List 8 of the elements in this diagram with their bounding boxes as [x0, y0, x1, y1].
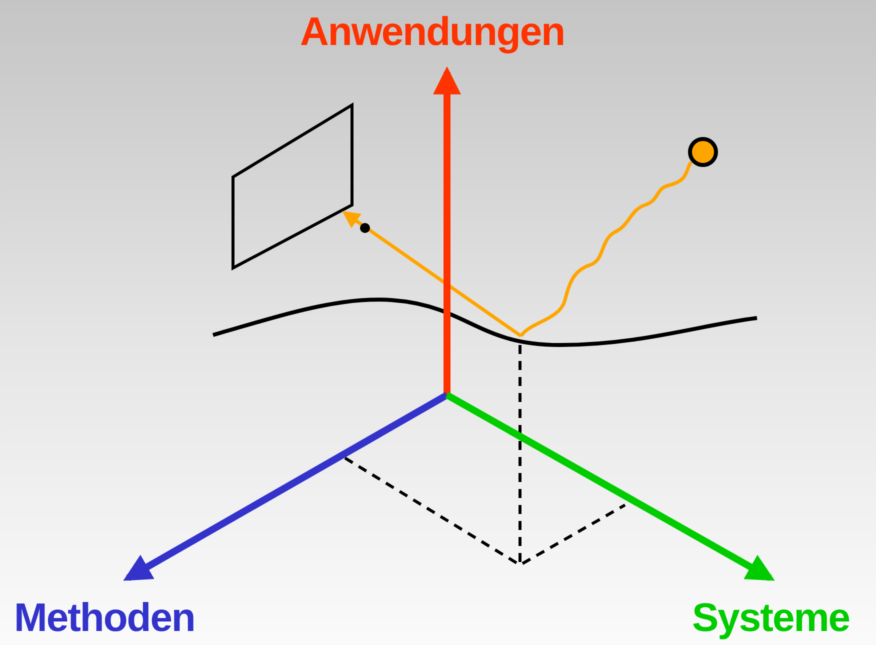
axis-label: Anwendungen	[300, 10, 565, 54]
image-plane	[232, 102, 354, 270]
surface-curve	[212, 298, 758, 347]
reflected-ray-arrow	[342, 211, 522, 338]
light-ray	[520, 161, 693, 338]
axis-label: Methoden	[14, 596, 195, 640]
light-source	[688, 137, 718, 167]
axis-label: Systeme	[692, 596, 850, 640]
